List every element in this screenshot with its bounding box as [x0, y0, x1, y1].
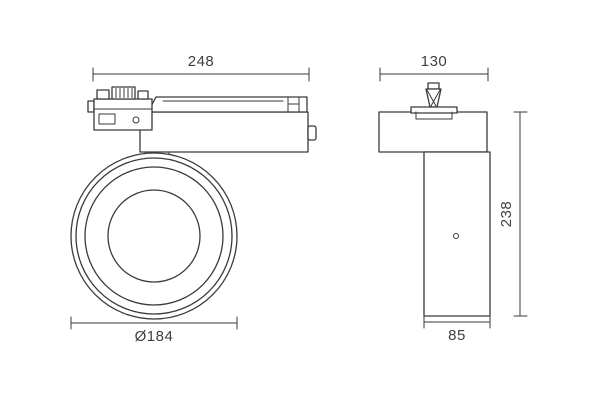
connector-cross-line — [430, 89, 441, 107]
lamp-head-outer-rim — [70, 152, 238, 320]
connector-cross-line — [426, 89, 437, 107]
dim-label-width-130: 130 — [421, 53, 448, 70]
connector-cap — [427, 82, 440, 90]
body-button-dot — [453, 233, 459, 239]
dim-front-depth: 85 — [423, 315, 491, 344]
dim-label-diameter-184: Ø184 — [135, 328, 174, 345]
dim-side-diameter: Ø184 — [70, 316, 238, 345]
adapter-lever — [137, 90, 149, 100]
dim-front-height: 238 — [498, 111, 528, 317]
adapter-screw — [132, 116, 140, 124]
driver-housing — [139, 111, 309, 153]
lamp-lens — [107, 189, 201, 283]
adapter-left-tab — [87, 100, 95, 113]
front-view: 130 238 85 — [378, 53, 528, 344]
dim-label-depth-85: 85 — [448, 327, 466, 344]
connector-plate — [410, 106, 458, 114]
latch-detail — [287, 96, 300, 113]
adjustment-knob — [307, 125, 317, 141]
side-view: 248 Ø184 — [70, 53, 317, 345]
lamp-head-bezel-ring — [84, 166, 224, 306]
adapter-inner-detail — [98, 113, 116, 125]
adapter-contact-block — [96, 89, 110, 100]
adapter-grip-hatch — [115, 88, 133, 98]
housing-top-plate — [147, 96, 308, 113]
track-adapter — [87, 86, 153, 131]
dim-label-width-248: 248 — [188, 53, 215, 70]
connector-flange — [415, 111, 453, 120]
dim-label-height-238: 238 — [498, 201, 515, 228]
lamp-head — [70, 152, 238, 320]
track-connector — [410, 82, 458, 120]
dim-side-width: 248 — [92, 53, 310, 82]
dim-front-width: 130 — [379, 53, 489, 82]
head-housing — [378, 111, 488, 153]
lamp-head-rim-inner-edge — [75, 157, 233, 315]
